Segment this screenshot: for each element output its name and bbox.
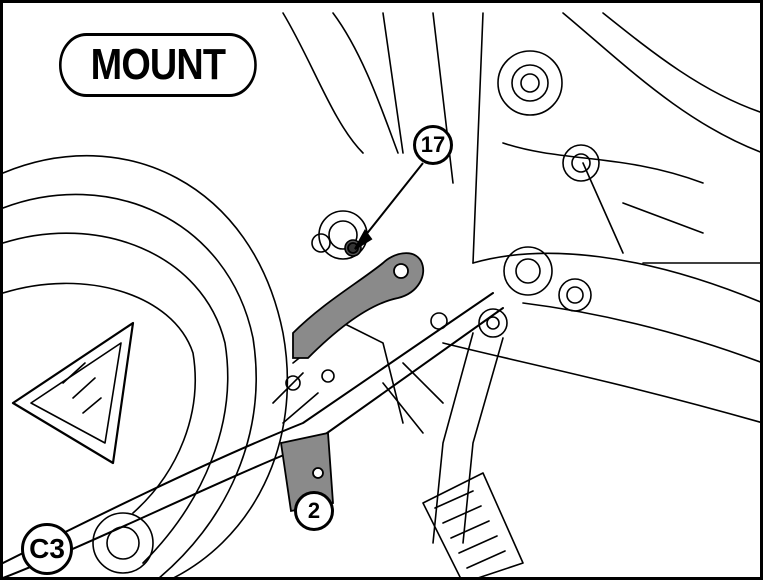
lower-pivot xyxy=(92,512,154,574)
leader-17 xyxy=(354,162,424,250)
step-badge: C3 xyxy=(21,523,73,575)
foot-peg xyxy=(422,472,524,577)
mount-boss xyxy=(311,210,368,260)
logo-triangle xyxy=(11,321,135,465)
callout-2: 2 xyxy=(294,491,334,531)
frame-bolts xyxy=(497,50,600,312)
callout-17: 17 xyxy=(413,125,453,165)
shift-lever xyxy=(3,292,508,577)
mount-title: MOUNT xyxy=(59,33,257,97)
bracket-part xyxy=(279,242,425,513)
engine-cover xyxy=(3,154,289,577)
frame-lines xyxy=(282,12,760,423)
